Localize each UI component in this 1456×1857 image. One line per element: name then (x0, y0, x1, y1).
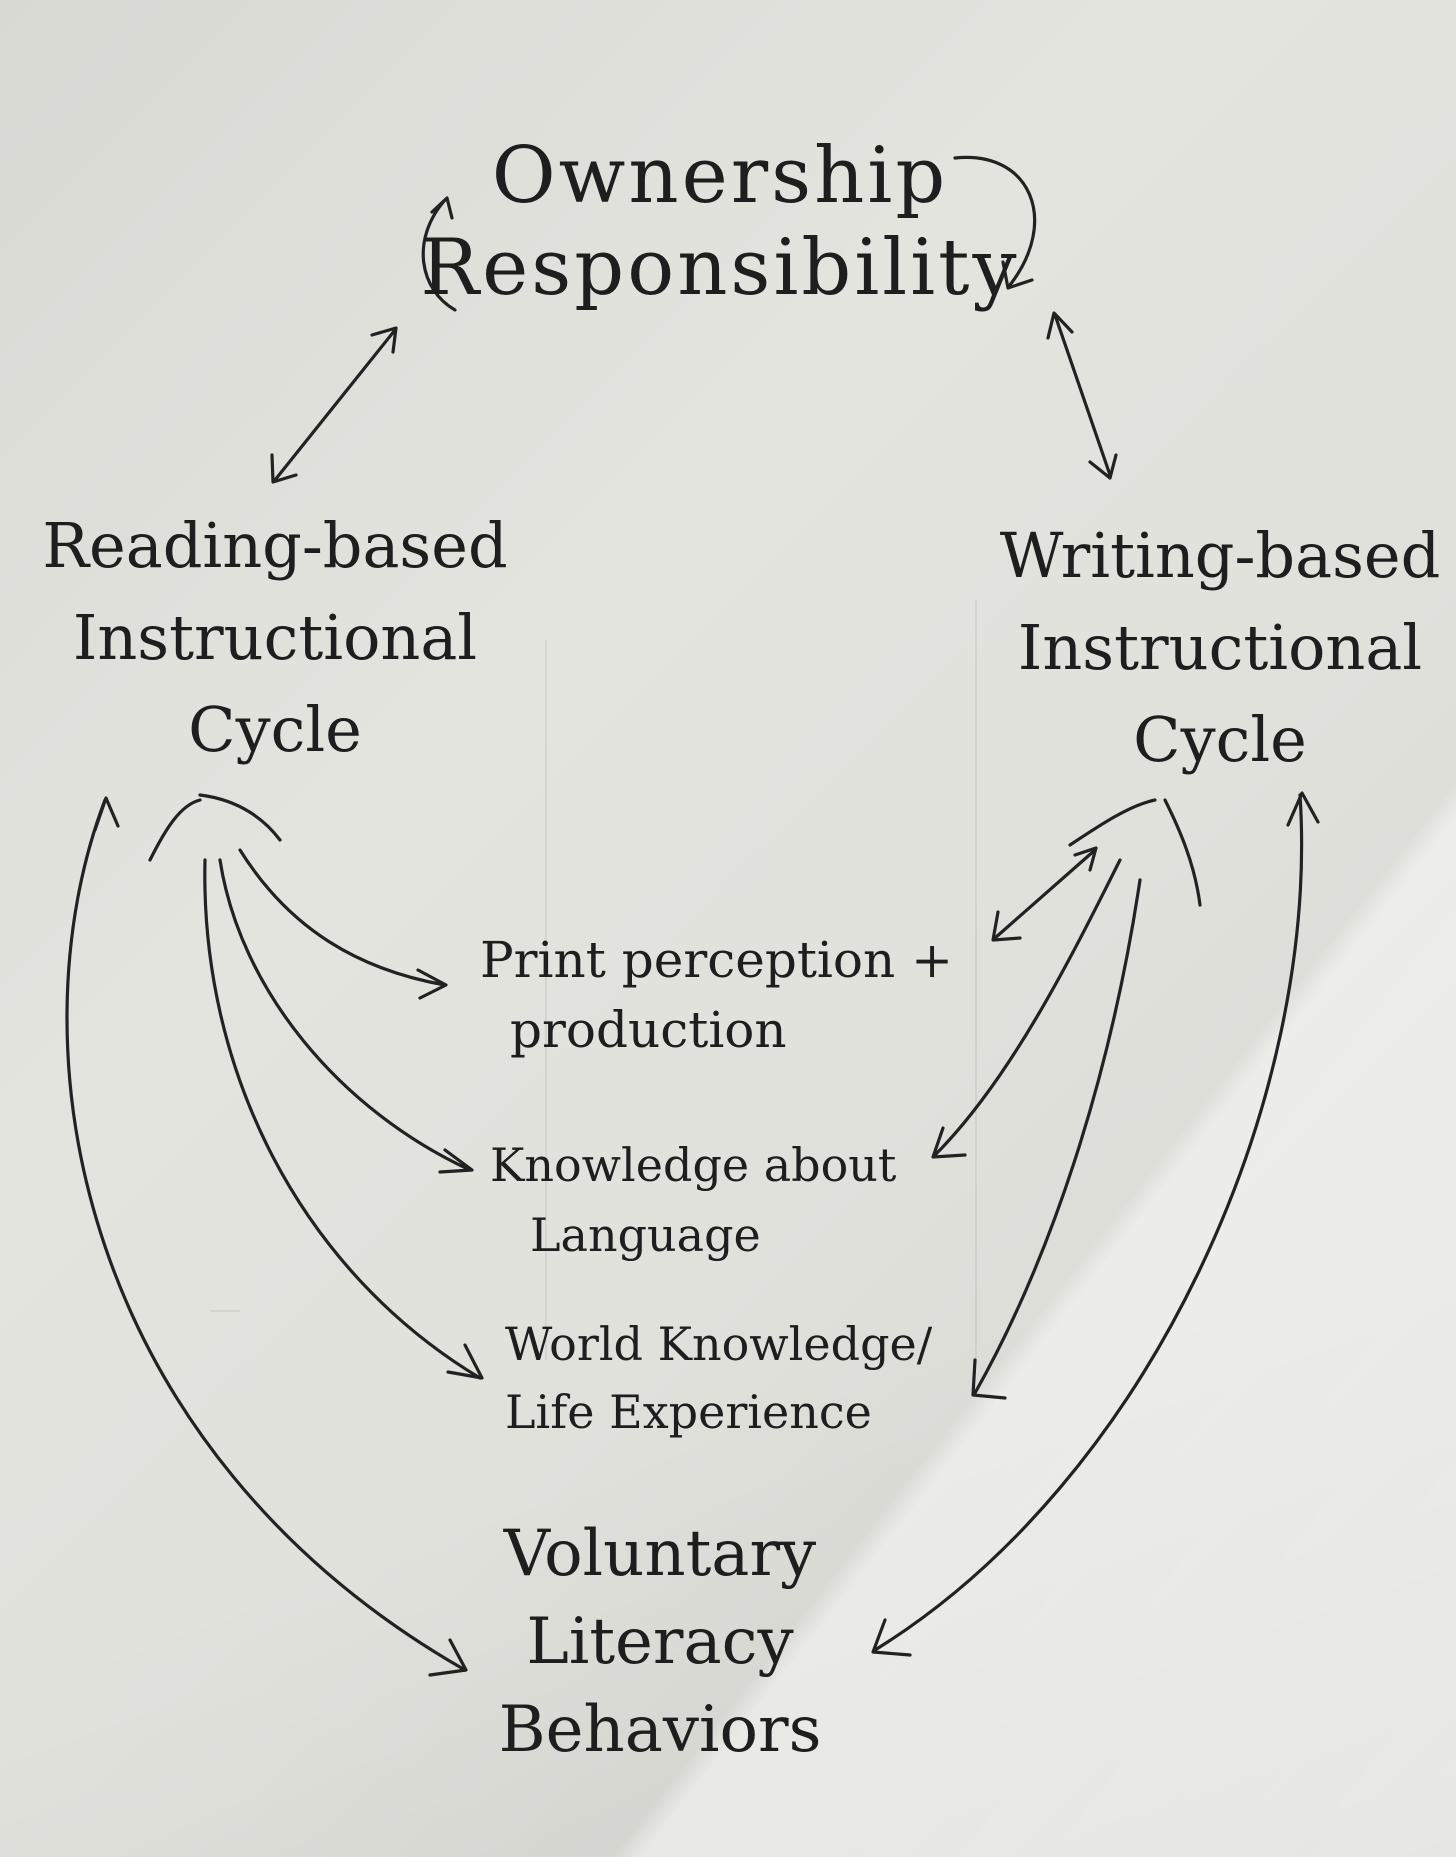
stroke-mark (1163, 798, 1202, 907)
stroke-mark (148, 798, 202, 862)
node-world-knowledge: World Knowledge/ Life Experience (505, 1310, 965, 1446)
arrowhead (416, 968, 448, 1000)
node-label-line: Ownership (491, 131, 949, 221)
arrow-reading-print (238, 848, 447, 987)
node-label-line: World Knowledge/ (505, 1317, 933, 1371)
node-label-line: Cycle (188, 693, 362, 766)
arrowhead (370, 326, 398, 354)
arrow-ownership-loop-left (421, 198, 457, 312)
arrow-writing-world (973, 878, 1142, 1395)
node-label-line: Literacy (526, 1605, 794, 1679)
arrowhead (446, 1343, 484, 1380)
node-label-line: Reading-based (42, 509, 508, 582)
node-label-line: production (510, 1001, 787, 1059)
arrowhead (931, 1126, 967, 1159)
node-writing-based-cycle: Writing-based Instructional Cycle (975, 510, 1456, 786)
node-label-line: Print perception + (480, 931, 953, 989)
node-label-line: Instructional (1017, 611, 1423, 684)
arrowhead (1286, 791, 1320, 827)
arrow-writing-voluntary (873, 793, 1304, 1652)
arrow-reading-language (218, 858, 472, 1172)
arrowhead (1001, 260, 1034, 290)
stroke-mark (198, 793, 282, 842)
node-label-line: Knowledge about (490, 1138, 897, 1192)
arrowhead (428, 1638, 468, 1677)
node-reading-based-cycle: Reading-based Instructional Cycle (40, 500, 510, 776)
arrow-ownership-reading (273, 328, 397, 482)
arrow-writing-print (993, 848, 1097, 940)
arrow-reading-world (203, 858, 482, 1380)
arrow-ownership-writing (1053, 313, 1112, 477)
node-label-line: Life Experience (505, 1385, 872, 1439)
arrowhead (1046, 311, 1074, 340)
stroke-mark (1068, 798, 1157, 847)
node-voluntary-literacy-behaviors: Voluntary Literacy Behaviors (440, 1510, 880, 1774)
arrowhead (430, 196, 454, 220)
node-label-line: Behaviors (498, 1693, 822, 1767)
arrowhead (971, 1358, 1007, 1400)
arrow-writing-language (933, 858, 1122, 1157)
arrowhead (93, 796, 120, 832)
node-ownership-responsibility: Ownership Responsibility (400, 130, 1040, 314)
arrow-ownership-loop-right (953, 155, 1037, 287)
arrowhead (991, 910, 1022, 942)
node-print-perception: Print perception + production (480, 925, 1040, 1065)
node-label-line: Writing-based (999, 519, 1441, 592)
arrowhead (438, 1148, 474, 1174)
node-label-line: Voluntary (503, 1517, 817, 1591)
node-knowledge-about-language: Knowledge about Language (490, 1130, 950, 1270)
node-label-line: Responsibility (420, 223, 1020, 313)
arrowhead (1088, 453, 1118, 480)
arrow-reading-voluntary (65, 798, 467, 1672)
arrowhead (1073, 846, 1098, 872)
arrowhead (871, 1618, 912, 1657)
arrowhead (270, 453, 298, 484)
node-label-line: Instructional (72, 601, 478, 674)
node-label-line: Language (530, 1208, 761, 1262)
node-label-line: Cycle (1133, 703, 1307, 776)
